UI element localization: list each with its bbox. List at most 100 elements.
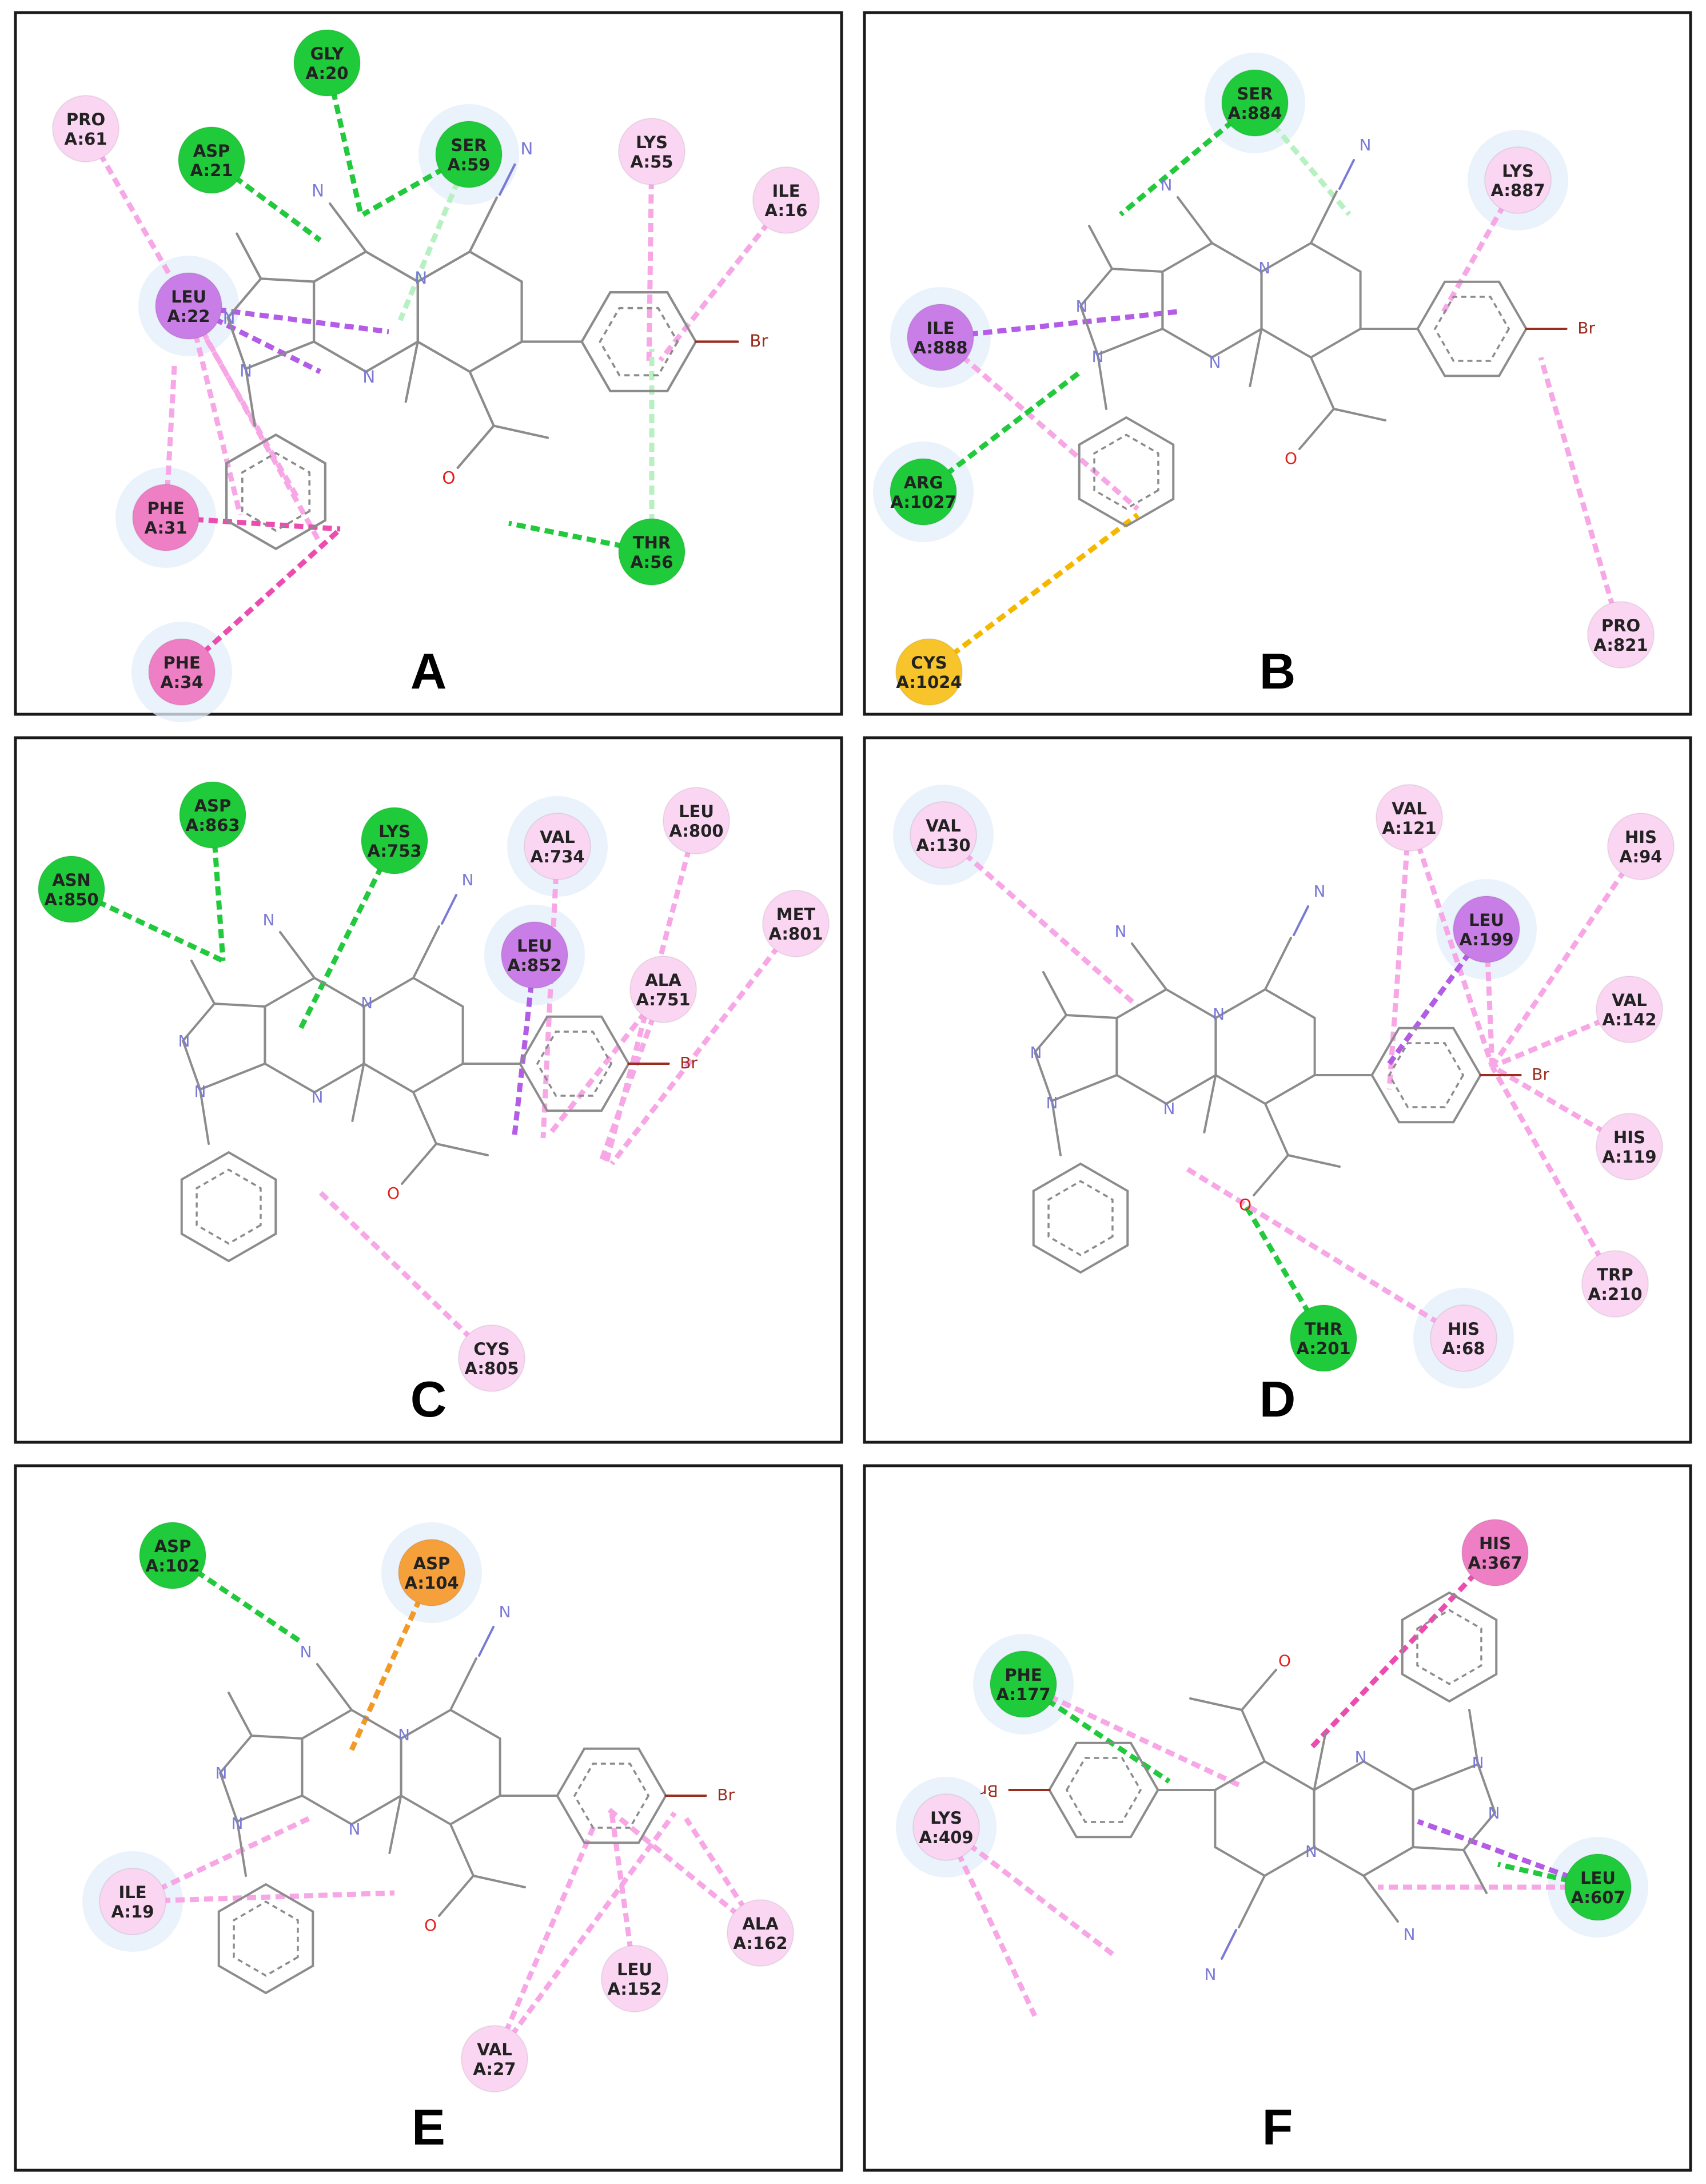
panel-frame bbox=[14, 736, 843, 1444]
residue-disc bbox=[762, 890, 830, 957]
residue-number: A:753 bbox=[367, 841, 421, 861]
residue-number: A:119 bbox=[1602, 1147, 1656, 1167]
atom-label-n: N bbox=[1404, 1924, 1416, 1943]
residue-disc bbox=[629, 956, 697, 1023]
residue-number: A:852 bbox=[507, 956, 561, 975]
atom-label-n: N bbox=[232, 1814, 244, 1833]
residue-number: A:102 bbox=[145, 1556, 200, 1576]
residue-number: A:61 bbox=[65, 129, 107, 149]
residue-disc bbox=[398, 1539, 465, 1606]
interaction-alkyl bbox=[1490, 845, 1643, 1068]
residue-number: A:177 bbox=[996, 1685, 1050, 1704]
residue-disc bbox=[912, 1793, 980, 1861]
residue-name: LEU bbox=[1580, 1868, 1616, 1888]
residue-name: HIS bbox=[1613, 1128, 1645, 1147]
residue-disc bbox=[178, 126, 245, 194]
residue-disc bbox=[1290, 1304, 1357, 1372]
residue-name: PHE bbox=[1005, 1665, 1042, 1685]
atom-label-n: N bbox=[1360, 136, 1372, 154]
interaction-hbond bbox=[210, 814, 226, 961]
residue-number: A:884 bbox=[1227, 104, 1282, 123]
residue-disc bbox=[618, 518, 685, 586]
residue-name: SER bbox=[451, 136, 487, 155]
atom-label-n: N bbox=[1205, 1964, 1217, 1983]
residue-disc bbox=[99, 1868, 166, 1935]
atom-label-n: N bbox=[216, 1764, 228, 1783]
residue-name: VAL bbox=[477, 2040, 512, 2059]
residue-number: A:152 bbox=[607, 1979, 661, 1999]
residue-disc bbox=[38, 856, 105, 923]
atom-label-br: Br bbox=[680, 1053, 697, 1072]
interaction-alkyl bbox=[163, 365, 177, 518]
residue-number: A:801 bbox=[768, 924, 823, 944]
residue-disc bbox=[1221, 69, 1289, 137]
residue-disc bbox=[890, 458, 957, 526]
residue-disc bbox=[524, 813, 591, 880]
residue-name: THR bbox=[633, 533, 671, 552]
atom-label-o: O bbox=[387, 1184, 400, 1203]
residue-name: HIS bbox=[1479, 1534, 1511, 1553]
interaction-alkyl bbox=[1538, 356, 1624, 636]
residue-name: ALA bbox=[645, 970, 681, 990]
atom-label-n: N bbox=[1115, 922, 1127, 941]
atom-label-n: N bbox=[1076, 297, 1088, 316]
residue-disc bbox=[1607, 813, 1675, 880]
residue-disc bbox=[179, 781, 246, 849]
panel-frame bbox=[863, 736, 1692, 1444]
residue-name: HIS bbox=[1625, 828, 1657, 847]
interaction-alkyl bbox=[1491, 1007, 1631, 1069]
interaction-hbond bbox=[324, 62, 363, 212]
panel-label: C bbox=[410, 1371, 447, 1427]
interaction-lines bbox=[942, 817, 1643, 1340]
residue-name: HIS bbox=[1448, 1319, 1480, 1339]
interaction-alkyl bbox=[1406, 817, 1495, 1068]
panel-label: A bbox=[410, 643, 447, 699]
residue-disc bbox=[601, 1945, 668, 2012]
residue-number: A:863 bbox=[185, 815, 240, 835]
residue-name: ILE bbox=[118, 1883, 146, 1902]
interaction-alkyl bbox=[186, 305, 243, 516]
residue-number: A:800 bbox=[669, 821, 723, 841]
residue-name: VAL bbox=[1392, 799, 1426, 818]
panel-label: D bbox=[1259, 1371, 1296, 1427]
interaction-alkyl bbox=[540, 846, 560, 1139]
residue-disc bbox=[361, 807, 428, 874]
residue-number: A:201 bbox=[1296, 1339, 1350, 1358]
interaction-alkyl bbox=[646, 151, 655, 367]
atom-label-n: N bbox=[178, 1032, 190, 1051]
interaction-alkyl bbox=[132, 1890, 395, 1904]
residue-name: PHE bbox=[147, 499, 184, 518]
residue-name: ASP bbox=[154, 1537, 192, 1556]
residue-name: LEU bbox=[617, 1960, 652, 1979]
residue-number: A:1027 bbox=[890, 492, 956, 512]
residue-number: A:34 bbox=[161, 673, 204, 692]
panel-c: ASPA:863ASNA:850LYSA:753VALA:734LEUA:800… bbox=[14, 736, 843, 1444]
residue-number: A:55 bbox=[631, 152, 673, 172]
residue-number: A:751 bbox=[636, 990, 690, 1009]
atom-label-o: O bbox=[442, 468, 455, 487]
residue-name: ILE bbox=[926, 319, 954, 338]
residue-number: A:59 bbox=[448, 155, 491, 174]
atom-label-n: N bbox=[1305, 1841, 1317, 1860]
